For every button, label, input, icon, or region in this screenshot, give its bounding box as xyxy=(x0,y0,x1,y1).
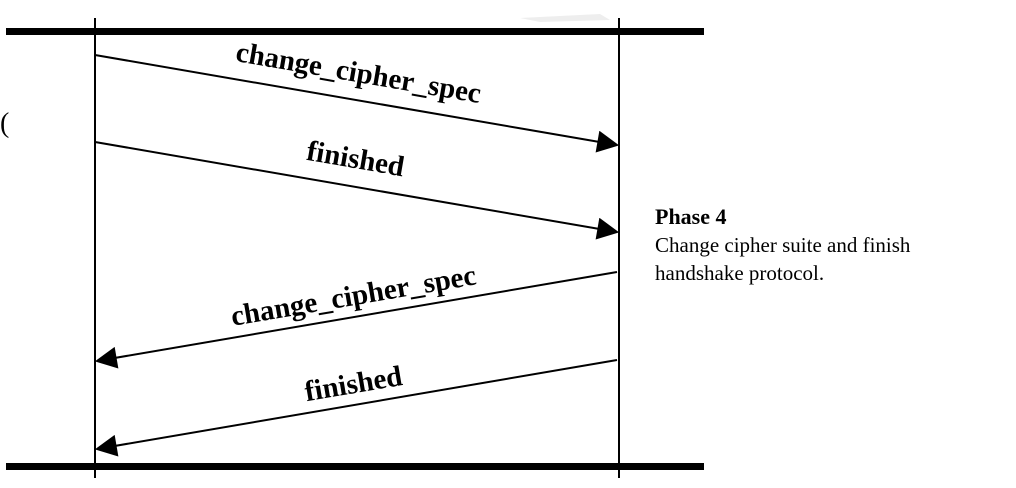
message-arrow-finished-to-client xyxy=(94,359,618,457)
top-boundary-bar xyxy=(6,28,704,35)
message-arrow-change-cipher-spec-to-server xyxy=(94,54,620,153)
phase-caption: Phase 4 Change cipher suite and finish h… xyxy=(655,203,1015,287)
stray-bracket-mark: ( xyxy=(0,108,10,139)
message-label-finished-to-server: finished xyxy=(304,135,406,183)
message-arrow-change-cipher-spec-to-client xyxy=(94,271,618,369)
message-label-finished-to-client: finished xyxy=(302,360,404,408)
bottom-boundary-bar xyxy=(6,463,704,470)
message-label-change-cipher-spec-to-server: change_cipher_spec xyxy=(234,36,484,110)
message-label-change-cipher-spec-to-client: change_cipher_spec xyxy=(229,259,479,332)
scan-artifact xyxy=(520,14,610,22)
phase-description: Change cipher suite and finish handshake… xyxy=(655,231,1015,287)
message-arrow-finished-to-server xyxy=(94,141,620,240)
phase-description-line-1: Change cipher suite and finish xyxy=(655,233,911,257)
phase-title: Phase 4 xyxy=(655,204,727,229)
phase-description-line-2: handshake protocol. xyxy=(655,261,825,285)
